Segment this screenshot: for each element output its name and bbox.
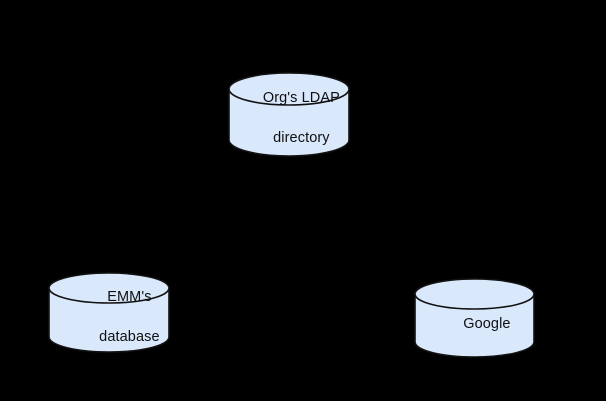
node-google[interactable]: Google (414, 278, 535, 358)
database-cylinder-icon (48, 272, 170, 353)
node-ldap-directory[interactable]: Org's LDAP directory (228, 72, 350, 157)
database-cylinder-icon (228, 72, 350, 157)
database-cylinder-icon (414, 278, 535, 358)
node-emm-database[interactable]: EMM's database (48, 272, 170, 353)
